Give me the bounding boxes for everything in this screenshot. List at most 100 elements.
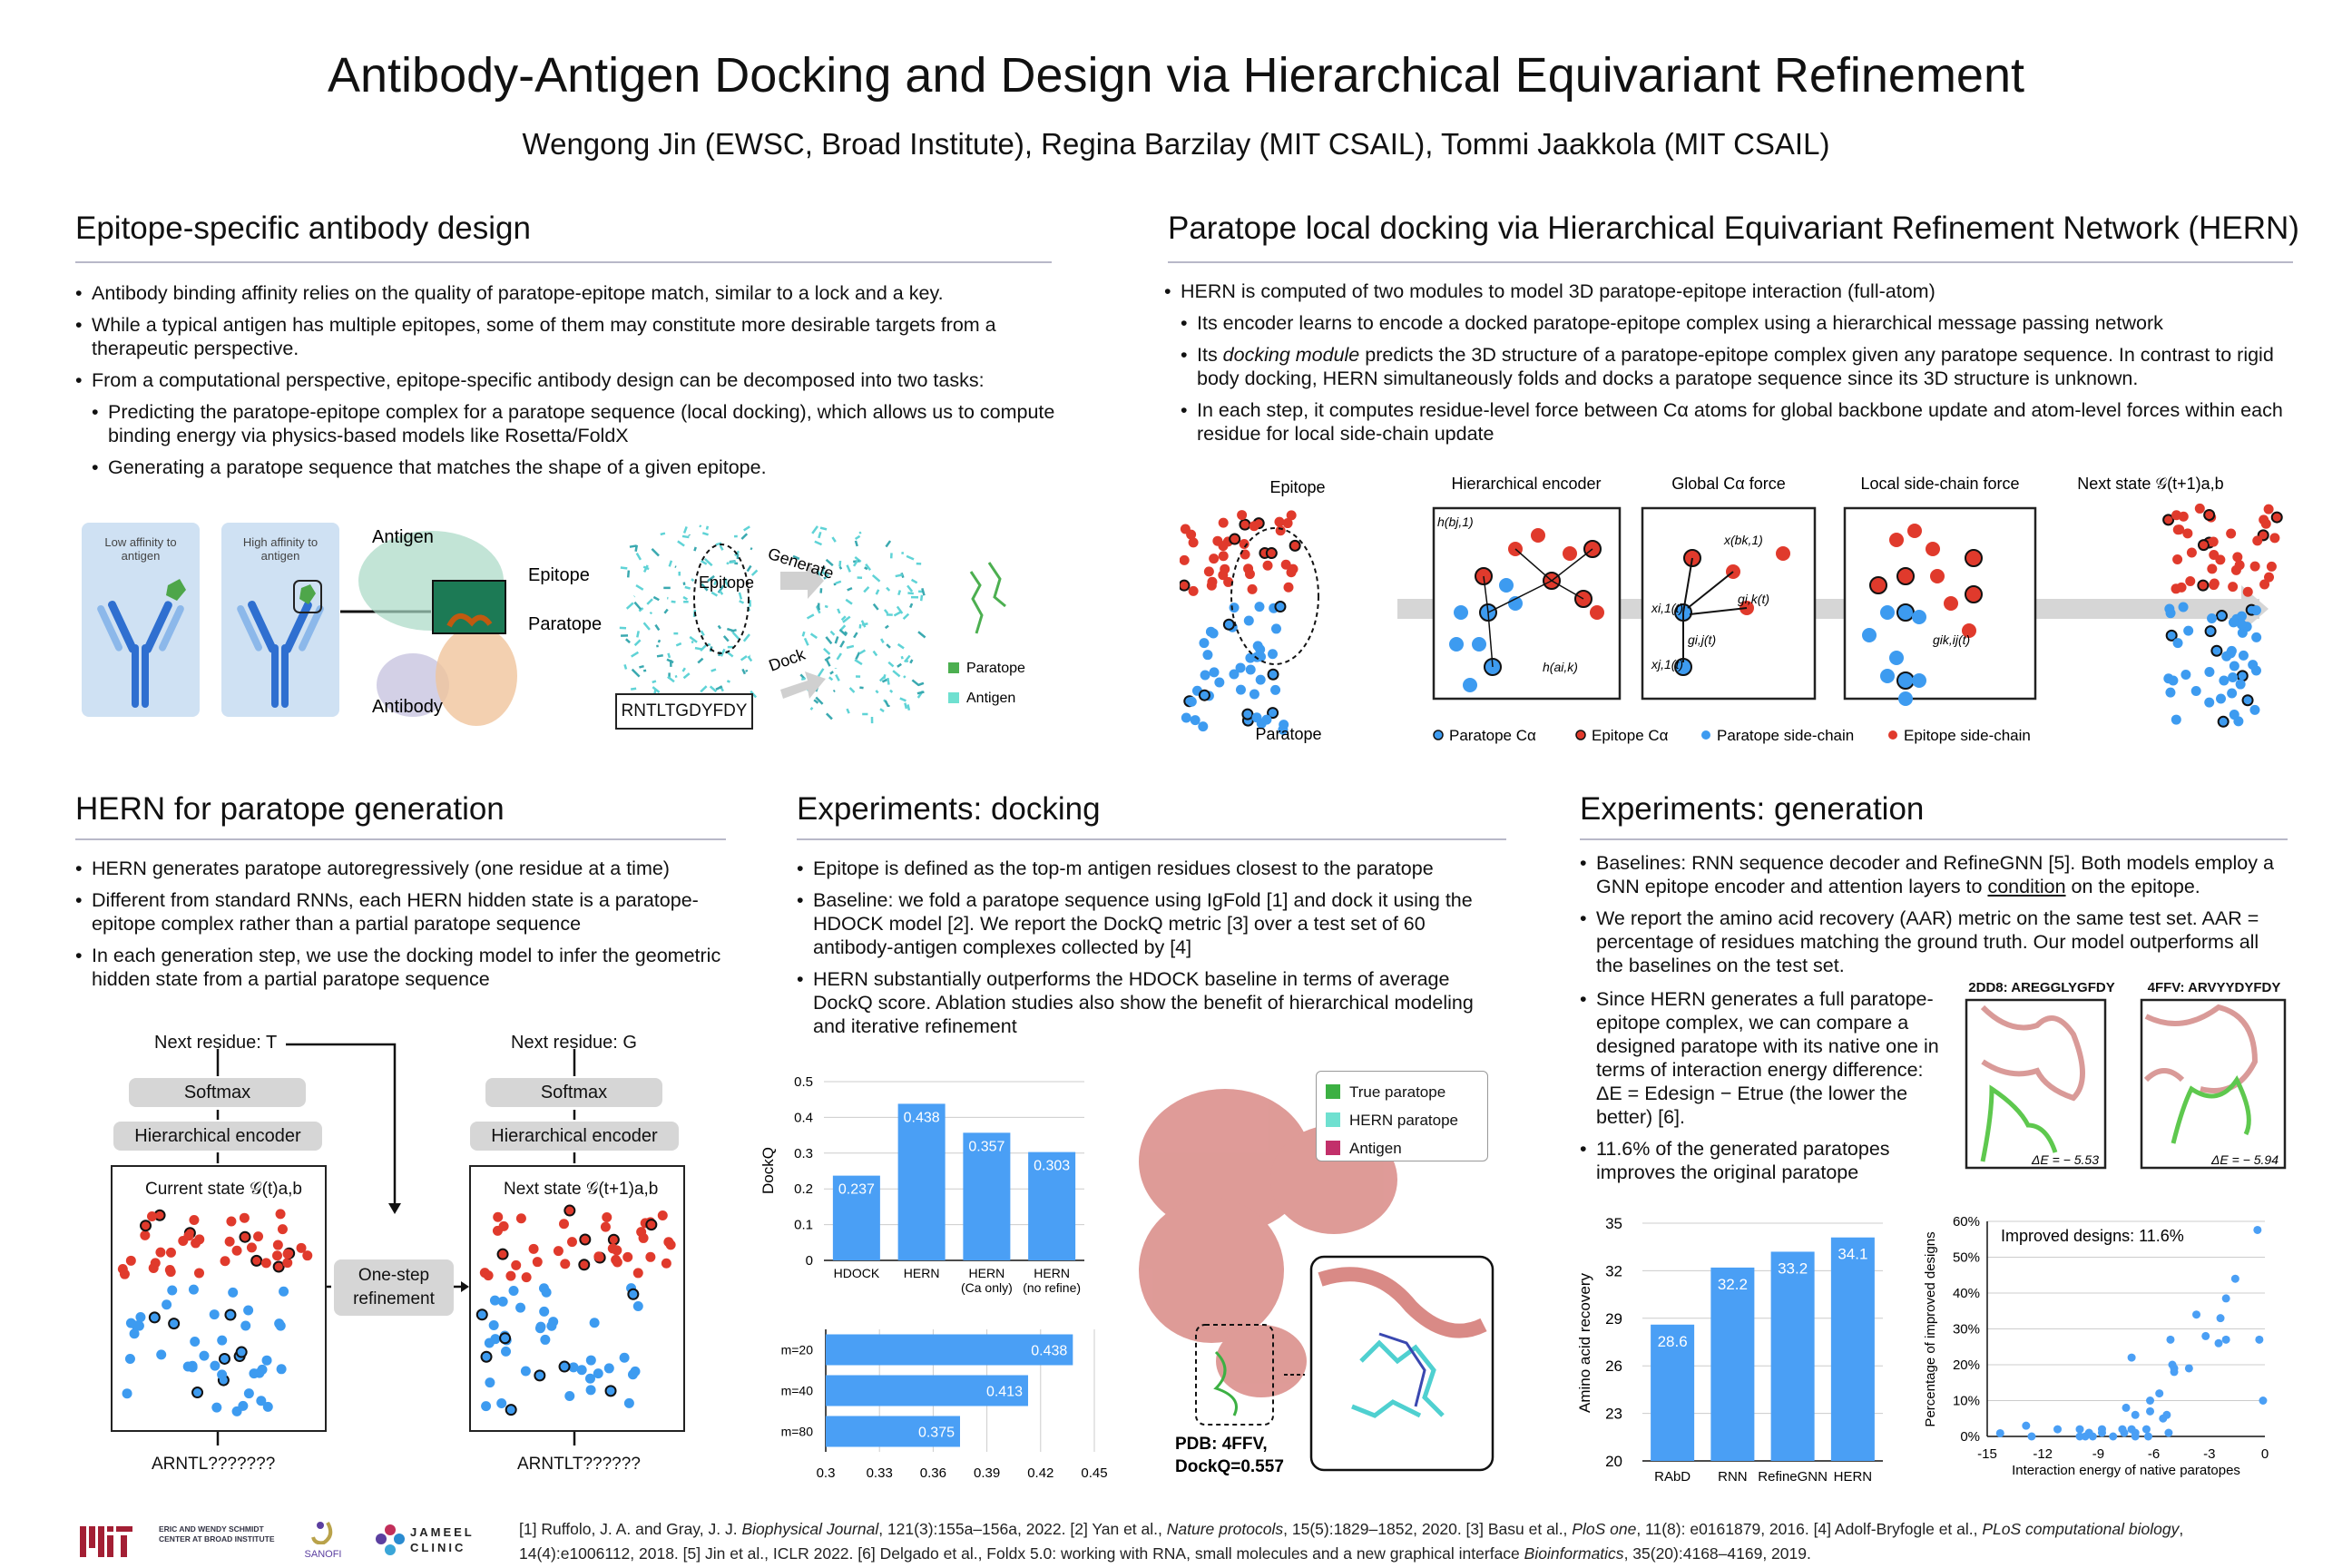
- antigen-bond: [886, 643, 891, 649]
- bar-value-label: 32.2: [1718, 1276, 1748, 1293]
- epitope-residue: [657, 1210, 668, 1221]
- epitope-label: Epitope: [1269, 478, 1325, 496]
- paratope-residue: [593, 1368, 603, 1379]
- message-edge: [1487, 612, 1494, 668]
- antigen-bond: [886, 586, 891, 592]
- epitope-residue: [194, 1234, 205, 1245]
- epitope-residue: [125, 1255, 136, 1266]
- sub-bullet: Generating a paratope sequence that matc…: [92, 456, 1055, 479]
- epitope-residue: [493, 1211, 504, 1222]
- one-step-refinement-block: One-step refinement: [334, 1259, 454, 1316]
- paratope-residue: [1214, 677, 1225, 688]
- antigen-bond: [814, 540, 823, 546]
- epitope-residue: [275, 1209, 286, 1220]
- y-tick-label: 29: [1605, 1310, 1622, 1328]
- paratope-residue: [2165, 608, 2176, 619]
- epitope-residue: [1286, 510, 1297, 521]
- y-tick-label: 0.3: [794, 1146, 813, 1161]
- antigen-bond: [903, 675, 906, 679]
- paratope-residue: [2219, 675, 2230, 686]
- paratope-node: [1449, 637, 1464, 652]
- paratope-residue: [2165, 629, 2178, 642]
- paratope-residue: [2204, 625, 2217, 638]
- pdb-label: PDB: 4FFV,: [1175, 1435, 1268, 1454]
- antigen-bond: [674, 565, 677, 569]
- paratope-residue: [480, 1350, 493, 1363]
- epitope-residue: [528, 1243, 539, 1254]
- scatter-point: [2127, 1353, 2136, 1362]
- epitope-residue: [189, 1214, 200, 1225]
- poster-authors: Wengong Jin (EWSC, Broad Institute), Reg…: [522, 127, 1830, 161]
- ref-journal: PLoS computational biology: [1982, 1520, 2180, 1538]
- antigen-bond: [829, 630, 836, 636]
- antigen-bond: [715, 542, 722, 546]
- epitope-residue: [566, 1237, 577, 1248]
- epitope-residue: [515, 1213, 526, 1224]
- message-edge: [1483, 575, 1489, 613]
- encoder-block: Hierarchical encoder: [470, 1122, 679, 1151]
- antigen-bond: [824, 604, 828, 609]
- antigen-bond: [717, 624, 722, 630]
- bar: [897, 1103, 946, 1260]
- epitope-residue: [1180, 579, 1191, 592]
- math-label: gik,ij(t): [1933, 632, 1970, 647]
- paratope-residue: [1245, 652, 1256, 663]
- antigen-bond: [906, 554, 915, 561]
- bullet-text: HERN is computed of two modules to model…: [1181, 280, 1936, 302]
- antigen-bond: [699, 524, 702, 528]
- section3-bullets: HERN generates paratope autoregressively…: [75, 857, 733, 999]
- paratope-residue: [2168, 675, 2179, 686]
- epitope-residue: [505, 1270, 516, 1281]
- paratope-residue: [1270, 623, 1281, 634]
- y-tick-label: 23: [1605, 1406, 1622, 1423]
- epitope-residue: [2194, 503, 2205, 514]
- antigen-bond: [809, 632, 818, 640]
- antigen-bond: [921, 588, 926, 596]
- epitope-residue: [220, 1256, 230, 1267]
- epitope-residue: [1265, 547, 1278, 560]
- antigen-bond: [633, 639, 642, 647]
- paratope-residue: [1235, 662, 1246, 673]
- x-tick-label: -9: [2092, 1446, 2104, 1462]
- antigen-bond: [729, 560, 737, 564]
- paratope-residue: [262, 1401, 273, 1412]
- structure-legend: True paratope HERN paratope Antigen: [1316, 1071, 1488, 1161]
- epitope-residue: [1207, 576, 1218, 587]
- section-heading-hern-docking: Paratope local docking via Hierarchical …: [1168, 211, 2299, 246]
- paratope-residue: [1202, 650, 1213, 661]
- antigen-bond: [720, 648, 726, 657]
- section-divider: [1168, 261, 2293, 263]
- antigen-bond: [887, 661, 895, 668]
- epitope-residue: [1223, 576, 1234, 587]
- paratope-node: [1454, 605, 1468, 620]
- bar-value-label: 0.237: [838, 1182, 875, 1198]
- antigen-bond: [811, 525, 819, 534]
- epitope-residue: [1282, 518, 1293, 529]
- generation-arrows: [117, 1043, 676, 1446]
- antigen-bond: [700, 559, 708, 565]
- paratope-residue: [481, 1401, 492, 1412]
- paratope-residue: [1267, 649, 1278, 660]
- paratope-residue: [1251, 712, 1262, 723]
- bullet: HERN generates paratope autoregressively…: [75, 857, 733, 880]
- epitope-residue: [2230, 564, 2241, 575]
- antigen-bond: [649, 611, 653, 615]
- paratope-residue: [199, 1350, 210, 1361]
- paratope-residue: [548, 1317, 559, 1328]
- scatter-point: [2162, 1410, 2171, 1419]
- paratope-residue: [190, 1337, 201, 1348]
- paratope-residue: [2228, 671, 2239, 682]
- paratope-residue: [1254, 602, 1265, 612]
- epitope-residue: [661, 1258, 671, 1269]
- epitope-residue: [2162, 514, 2175, 526]
- paratope-residue: [210, 1360, 220, 1371]
- epitope-residue: [2203, 508, 2216, 521]
- antigen-bond: [742, 633, 750, 642]
- bullet: Antibody binding affinity relies on the …: [75, 281, 1055, 305]
- bullet: HERN is computed of two modules to model…: [1164, 279, 2289, 446]
- y-tick-label: 30%: [1953, 1322, 1980, 1338]
- scatter-point: [2122, 1403, 2131, 1412]
- antigen-bond: [652, 595, 660, 602]
- antigen-bond: [697, 657, 704, 664]
- legend-paratope: Paratope: [966, 661, 1025, 676]
